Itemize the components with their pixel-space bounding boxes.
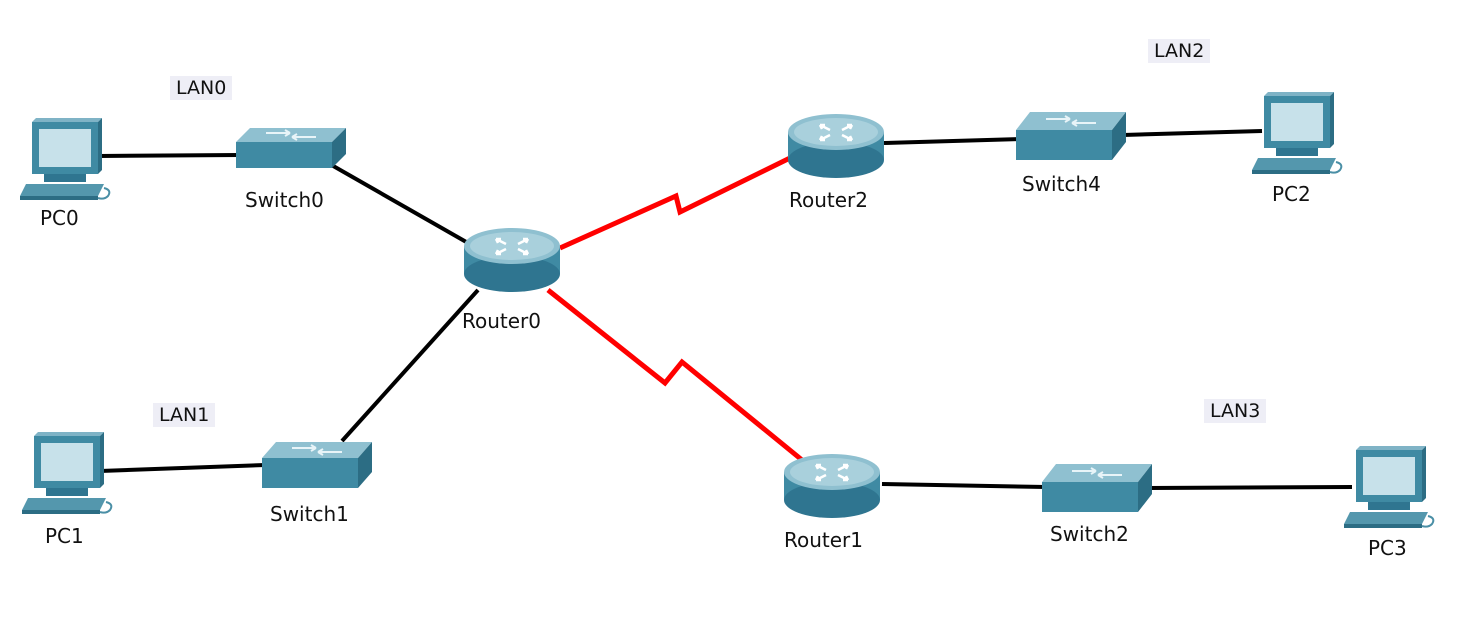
router0-label: Router0 (462, 309, 542, 333)
router0[interactable] (462, 226, 562, 294)
lan2-label: LAN2 (1148, 39, 1211, 63)
switch-icon (236, 128, 346, 168)
pc-icon (22, 432, 113, 514)
switch1-label: Switch1 (270, 502, 349, 526)
switch4-label: Switch4 (1022, 172, 1101, 196)
switch-icon (1042, 464, 1152, 512)
lan1-label: LAN1 (153, 403, 216, 427)
link-switch4-pc2[interactable] (1122, 129, 1263, 137)
switch-icon (1016, 112, 1126, 160)
router-icon (784, 454, 880, 518)
switch2-label: Switch2 (1050, 522, 1129, 546)
link-pc0-switch0[interactable] (97, 153, 241, 158)
link-switch0-router0[interactable] (327, 161, 469, 245)
pc3-label: PC3 (1368, 536, 1407, 560)
link-pc1-switch1[interactable] (99, 463, 266, 473)
link-router2-switch4[interactable] (883, 137, 1021, 145)
pc-icon (1252, 92, 1343, 174)
switch4[interactable] (1016, 110, 1128, 162)
pc0[interactable] (20, 118, 114, 202)
link-switch1-router0[interactable] (340, 288, 480, 443)
switch1[interactable] (262, 440, 374, 490)
switch-icon (262, 442, 372, 488)
serial-link-router0-router1[interactable] (546, 288, 804, 462)
pc1[interactable] (22, 432, 116, 516)
pc-icon (1344, 446, 1435, 528)
pc3[interactable] (1344, 446, 1438, 530)
switch0[interactable] (236, 126, 348, 170)
router2[interactable] (786, 112, 886, 180)
link-router1-switch2[interactable] (881, 482, 1047, 489)
router-icon (788, 114, 884, 178)
switch0-label: Switch0 (245, 188, 324, 212)
lan0-label: LAN0 (170, 76, 233, 100)
pc2[interactable] (1252, 92, 1346, 176)
router2-label: Router2 (789, 188, 869, 212)
router1[interactable] (782, 452, 882, 520)
lan3-label: LAN3 (1204, 399, 1267, 423)
serial-link-router0-router2[interactable] (558, 155, 792, 251)
pc1-label: PC1 (45, 524, 84, 548)
router1-label: Router1 (784, 528, 864, 552)
switch2[interactable] (1042, 462, 1154, 514)
pc2-label: PC2 (1272, 182, 1311, 206)
pc-icon (20, 118, 111, 200)
link-switch2-pc3[interactable] (1147, 485, 1353, 490)
router-icon (464, 228, 560, 292)
pc0-label: PC0 (40, 206, 79, 230)
